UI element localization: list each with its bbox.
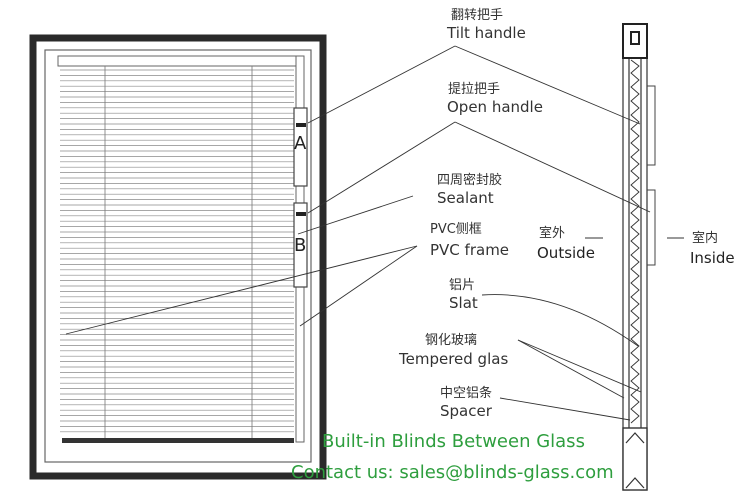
handle-marker-b: B (294, 235, 307, 256)
handle-marker-a: A (294, 133, 307, 154)
leader-glass-2 (517, 339, 642, 393)
leader-pvc-frame-1 (299, 245, 418, 327)
footer-title: Built-in Blinds Between Glass (322, 431, 585, 452)
footer-contact[interactable]: Contact us: sales@blinds-glass.com (291, 462, 614, 483)
label-slat-zh: 铝片 (449, 278, 476, 293)
blind-slats (60, 69, 294, 433)
label-inside-en: Inside (690, 249, 735, 267)
section-bracket-lower (647, 189, 656, 266)
label-pvc-frame-zh: PVC侧框 (430, 222, 482, 237)
tilt-handle-a (293, 107, 308, 187)
leader-tilt-handle (307, 45, 456, 124)
section-top-cap (622, 23, 648, 59)
label-sealant-en: Sealant (437, 189, 494, 207)
leader-pvc-frame-2 (65, 245, 418, 335)
label-tilt-handle-zh: 翻转把手 (451, 8, 504, 23)
open-handle-b-grip (296, 212, 306, 216)
label-open-handle-en: Open handle (447, 98, 543, 116)
section-slat-zigzag (630, 59, 640, 424)
leader-spacer (499, 397, 631, 421)
leader-slat (481, 294, 639, 347)
leader-open-handle-section (454, 121, 651, 213)
label-pvc-frame-en: PVC frame (430, 241, 510, 259)
blind-headrail (57, 55, 297, 67)
blind-bottom-rail (62, 438, 294, 443)
window-inner-frame (44, 49, 312, 463)
label-spacer-zh: 中空铝条 (440, 386, 493, 401)
section-spacer (622, 427, 648, 491)
label-outside-zh: 室外 (539, 226, 566, 241)
label-open-handle-zh: 提拉把手 (448, 82, 501, 97)
section-bracket-upper (647, 85, 656, 166)
section-inner-glass (640, 23, 648, 491)
label-slat-en: Slat (449, 294, 478, 312)
leader-glass-1 (517, 339, 625, 399)
label-spacer-en: Spacer (440, 402, 492, 420)
window-outer-frame (29, 34, 327, 480)
label-sealant-zh: 四周密封胶 (437, 173, 503, 188)
label-inside-zh: 室内 (692, 231, 719, 246)
open-handle-b (293, 202, 308, 288)
leader-tilt-handle-section (454, 45, 641, 125)
label-tilt-handle-en: Tilt handle (447, 24, 526, 42)
label-tempered-glass-zh: 钢化玻璃 (425, 333, 478, 348)
leader-open-handle (307, 121, 456, 214)
label-tempered-glass-en: Tempered glas (399, 350, 509, 368)
label-outside-en: Outside (537, 244, 595, 262)
section-spacer-chevron (625, 432, 645, 489)
leader-sealant (297, 195, 414, 235)
tilt-handle-a-grip (296, 123, 306, 127)
section-top-box (630, 31, 640, 45)
